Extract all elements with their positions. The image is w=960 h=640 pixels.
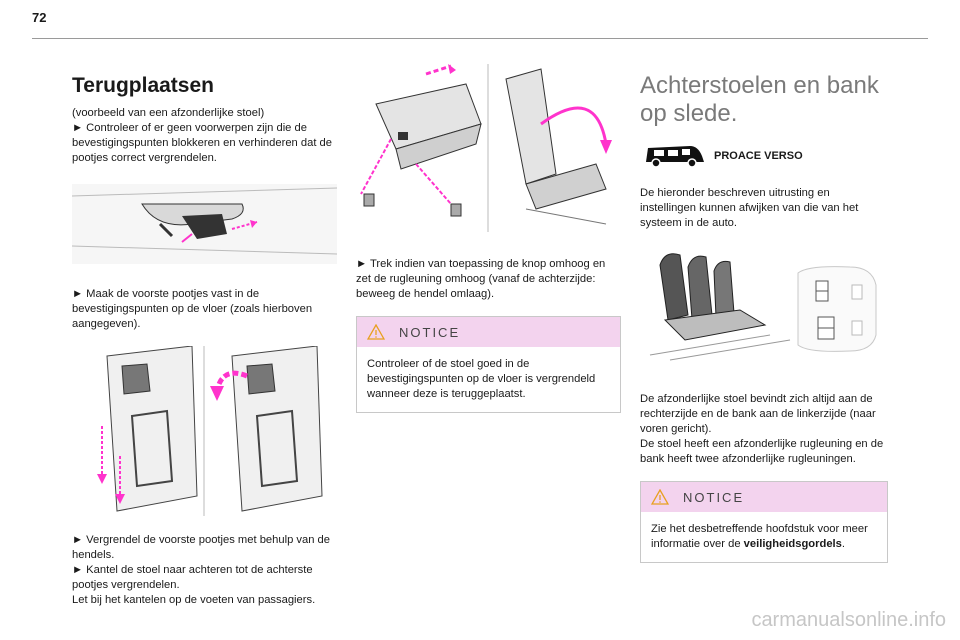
model-row: PROACE VERSO: [640, 142, 888, 172]
notice-text: Controleer of de stoel goed in de bevest…: [367, 358, 596, 400]
header-rule: [32, 38, 928, 39]
notice-text: Zie het desbetreffende hoofdstuk voor me…: [651, 523, 868, 550]
page-number: 72: [32, 10, 47, 25]
paragraph: ► Maak de voorste pootjes vast in de bev…: [72, 288, 313, 330]
notice-header: NOTICE: [641, 482, 887, 512]
seatbelts-term: veiligheidsgordels: [743, 538, 842, 550]
paragraph: ► Vergrendel de voorste pootjes met behu…: [72, 534, 330, 561]
watermark: carmanualsonline.info: [751, 609, 946, 631]
warning-icon: [367, 324, 385, 340]
notice-header: NOTICE: [357, 317, 620, 347]
column-1: Terugplaatsen (voorbeeld van een afzonde…: [71, 60, 338, 608]
notice-title: NOTICE: [683, 489, 745, 505]
paragraph: (voorbeeld van een afzonderlijke stoel): [72, 107, 265, 119]
paragraph: De stoel heeft een afzonderlijke rugleun…: [640, 438, 884, 465]
paragraph: ► Trek indien van toepassing de knop omh…: [356, 258, 606, 300]
van-icon: [646, 146, 704, 168]
notice-box: NOTICE Zie het desbetreffende hoofdstuk …: [640, 481, 888, 563]
section-title-achterstoelen: Achterstoelen en bank op slede.: [640, 72, 879, 127]
section-title-terugplaatsen: Terugplaatsen: [72, 74, 214, 97]
warning-icon: [651, 489, 669, 505]
column-3: Achterstoelen en bank op slede. PROACE V…: [640, 60, 888, 577]
notice-box: NOTICE Controleer of de stoel goed in de…: [356, 316, 621, 413]
model-name: PROACE VERSO: [714, 150, 803, 162]
notice-title: NOTICE: [399, 324, 461, 340]
seatback-raise-illustration: [356, 64, 621, 232]
column-2: ► Trek indien van toepassing de knop omh…: [356, 60, 621, 427]
sliding-seats-illustration: [640, 245, 888, 365]
paragraph: De hieronder beschreven uitrusting en in…: [640, 187, 859, 229]
paragraph: De afzonderlijke stoel bevindt zich alti…: [640, 393, 876, 435]
paragraph: ► Kantel de stoel naar achteren tot de a…: [72, 564, 313, 591]
seat-feet-illustration: [71, 184, 338, 264]
seat-lever-illustration: [72, 345, 337, 516]
paragraph: ► Controleer of er geen voorwerpen zijn …: [72, 122, 332, 164]
paragraph: Let bij het kantelen op de voeten van pa…: [72, 594, 316, 606]
